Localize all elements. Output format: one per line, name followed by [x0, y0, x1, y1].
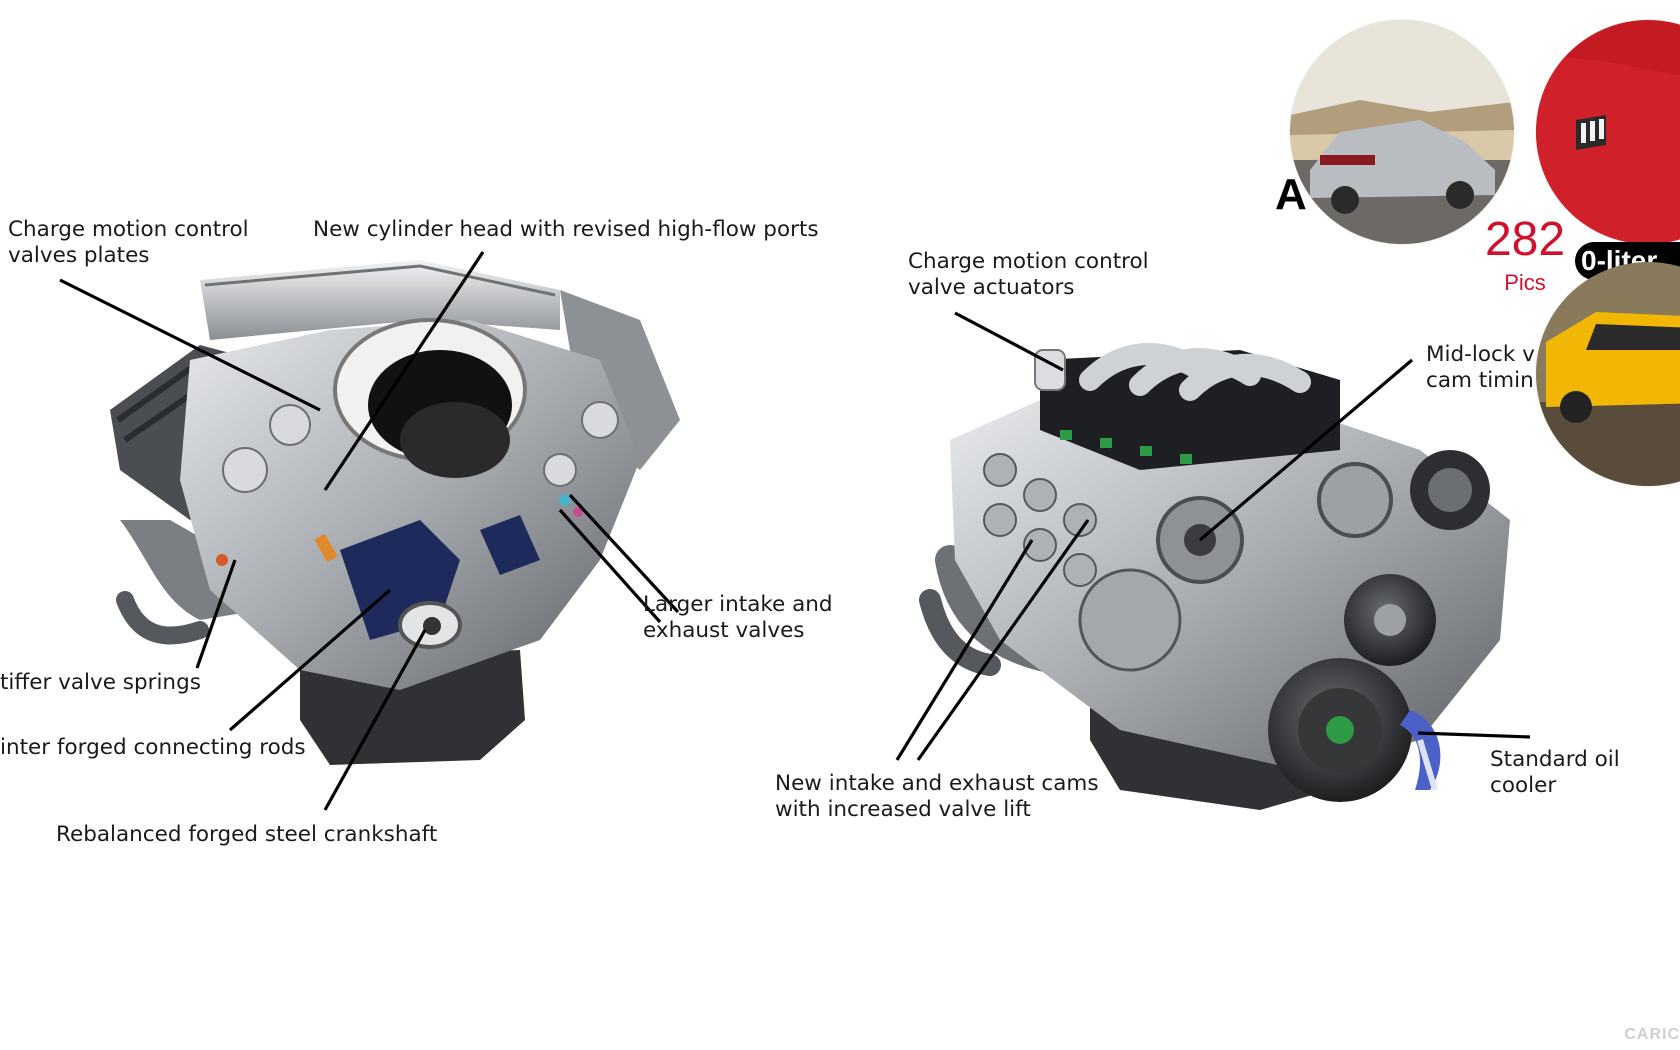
leader-charge-motion-plates: [59, 278, 321, 412]
callout-mid-lock-cam: Mid-lock v cam timin: [1426, 342, 1535, 393]
leader-crankshaft: [323, 629, 427, 811]
callout-intake-exhaust-cams: New intake and exhaust cams with increas…: [775, 771, 1099, 822]
callout-charge-motion-actuators: Charge motion control valve actuators: [908, 249, 1149, 300]
leader-lines: [59, 251, 1531, 811]
callout-cylinder-head: New cylinder head with revised high-flow…: [313, 217, 819, 242]
callout-oil-cooler: Standard oil cooler: [1490, 747, 1620, 798]
leader-charge-motion-actuators: [954, 311, 1064, 372]
leader-larger-valves-2: [558, 508, 662, 624]
leader-oil-cooler: [1417, 731, 1531, 739]
pics-label: Pics: [1504, 270, 1546, 295]
leader-cylinder-head: [323, 251, 485, 491]
right-engine-exterior: [919, 343, 1510, 810]
leader-mid-lock-cam: [1198, 358, 1414, 542]
gallery-thumb-silver-car[interactable]: [1290, 20, 1514, 244]
watermark: CARIC: [1624, 1026, 1680, 1043]
leader-intake-cams-1: [895, 539, 1034, 761]
leader-valve-springs: [195, 559, 237, 669]
callout-connecting-rods: inter forged connecting rods: [0, 735, 306, 760]
pics-count: 282: [1484, 213, 1566, 266]
callout-larger-valves: Larger intake and exhaust valves: [643, 592, 833, 643]
callout-crankshaft: Rebalanced forged steel crankshaft: [56, 822, 438, 847]
callout-charge-motion-plates: Charge motion control valves plates: [8, 217, 249, 268]
left-engine-cutaway: [110, 260, 680, 765]
callout-valve-springs: tiffer valve springs: [0, 670, 201, 695]
leader-connecting-rods: [228, 588, 392, 732]
silver-car-photo-icon: [1290, 20, 1514, 244]
leader-intake-cams-2: [916, 519, 1090, 761]
leader-larger-valves-1: [568, 493, 680, 614]
